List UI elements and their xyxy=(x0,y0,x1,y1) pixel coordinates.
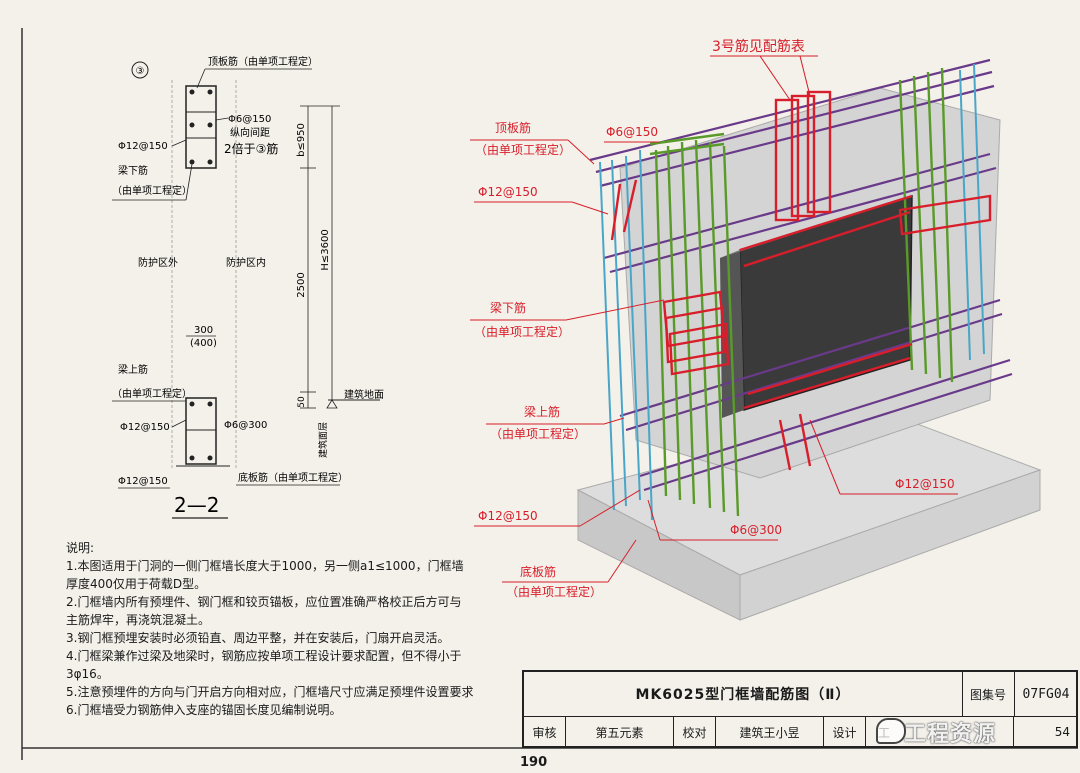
review-label: 审核 xyxy=(524,716,566,748)
outside-zone-label: 防护区外 xyxy=(138,256,178,269)
beam-lower-note: （由单项工程定） xyxy=(112,184,192,197)
note-line-1: 1.本图适用于门洞的一侧门框墙长度大于1000，另一侧a1≤1000，门框墙 xyxy=(66,559,464,573)
left-bar-top-label: Φ12@150 xyxy=(118,141,168,152)
bottom-left-bar-label: Φ12@150 xyxy=(118,476,168,487)
phi12-150-b-label: Φ12@150 xyxy=(895,477,955,491)
section-2-2: ③ 顶板筋（由单项工程定） Φ6@150 纵向间距 2倍于③筋 Φ12@150 … xyxy=(112,55,384,519)
check-name: 建筑王小昱 xyxy=(716,716,824,748)
bottom-rebar-label: 底板筋（由单项工程定） xyxy=(238,471,348,484)
red-stirrups xyxy=(610,90,992,471)
dim-h-label: H≤3600 xyxy=(320,229,331,270)
inside-zone-label: 防护区内 xyxy=(226,256,266,269)
top-slab-note: （由单项工程定） xyxy=(475,142,571,157)
review-name: 第五元素 xyxy=(566,716,674,748)
beam-lower-iso-note: （由单项工程定） xyxy=(474,324,570,339)
slab-label: 建筑面层 xyxy=(317,422,329,458)
note-line-3: 2.门框墙内所有预埋件、钢门框和铰页锚板，应位置准确严格校正后方可与 xyxy=(66,595,462,609)
beam-upper-label: 梁上筋 xyxy=(118,363,148,376)
note-line-4: 主筋焊牢，再浇筑混凝土。 xyxy=(66,613,211,627)
bottom-slab-iso-note: （由单项工程定） xyxy=(506,584,602,599)
notes-heading: 说明: xyxy=(66,541,95,555)
stirrup-top-label: Φ6@150 xyxy=(228,114,271,125)
top-beam-stirrup xyxy=(185,85,217,169)
section-circle-label: ③ xyxy=(136,66,145,77)
iso-labels: 3号筋见配筋表 顶板筋 （由单项工程定） Φ6@150 Φ12@150 梁下筋 … xyxy=(470,38,958,599)
note-line-2: 厚度400仅用于荷载D型。 xyxy=(66,577,207,591)
spacing-note-1: 纵向间距 xyxy=(230,126,270,139)
note-line-5: 3.钢门框预埋安装时必须铅直、周边平整，并在安装后，门扇开启灵活。 xyxy=(66,631,450,645)
left-bar-bottom-label: Φ12@150 xyxy=(120,422,170,433)
note-line-9: 6.门框墙受力钢筋伸入支座的锚固长度见编制说明。 xyxy=(66,703,342,717)
beam-lower-iso-label: 梁下筋 xyxy=(490,300,526,315)
note-line-7: 3φ16。 xyxy=(66,667,109,681)
blue-bars xyxy=(599,63,985,521)
design-label: 设计 xyxy=(824,716,866,748)
ground-label: 建筑地面 xyxy=(344,388,384,401)
beam-lower-label: 梁下筋 xyxy=(118,164,148,177)
check-label: 校对 xyxy=(674,716,716,748)
top-slab-bar-label: 顶板筋 xyxy=(495,120,531,135)
dim-b-label: b≤950 xyxy=(296,123,307,157)
note-line-8: 5.注意预埋件的方向与门开启方向相对应，门框墙尺寸应满足预埋件设置要求 xyxy=(66,685,474,699)
width-400: (400) xyxy=(190,338,217,349)
section-circle-marker xyxy=(131,61,149,79)
phi6-150-label: Φ6@150 xyxy=(606,125,658,139)
spacing-note-2: 2倍于③筋 xyxy=(224,141,278,156)
phi6-300-label: Φ6@300 xyxy=(730,523,782,537)
beam-upper-iso-note: （由单项工程定） xyxy=(490,426,586,441)
bottom-slab-iso-label: 底板筋 xyxy=(520,564,556,579)
phi12-150-a-label: Φ12@150 xyxy=(478,185,538,199)
green-bars xyxy=(649,67,954,517)
bottom-beam-stirrup xyxy=(185,397,217,465)
section-title: 2—2 xyxy=(174,493,219,517)
beam-upper-note: （由单项工程定） xyxy=(112,387,192,400)
drawing-title: MK6025型门框墙配筋图（Ⅱ） xyxy=(524,672,963,716)
dim-2500-label: 2500 xyxy=(296,272,307,297)
stirrup-bottom-label: Φ6@300 xyxy=(224,420,267,431)
page-suffix: 54 xyxy=(1054,725,1070,739)
top-rebar-label: 顶板筋（由单项工程定） xyxy=(208,55,318,68)
phi12-150-c-label: Φ12@150 xyxy=(478,509,538,523)
atlas-number: 07FG04 xyxy=(1022,686,1070,702)
width-300: 300 xyxy=(194,325,213,336)
isometric-rebar-drawing: 3号筋见配筋表 顶板筋 （由单项工程定） Φ6@150 Φ12@150 梁下筋 … xyxy=(470,38,1042,621)
watermark-text: 工程资源 xyxy=(904,722,997,747)
page-number: 190 xyxy=(520,755,548,770)
dim-50-label: 50 xyxy=(297,396,307,408)
beam-upper-iso-label: 梁上筋 xyxy=(524,404,560,419)
bar3-note: 3号筋见配筋表 xyxy=(712,38,805,55)
note-line-6: 4.门框梁兼作过梁及地梁时，钢筋应按单项工程设计要求配置，但不得小于 xyxy=(66,649,462,663)
watermark-chat-icon xyxy=(876,718,906,744)
atlas-label: 图集号 xyxy=(962,672,1015,716)
